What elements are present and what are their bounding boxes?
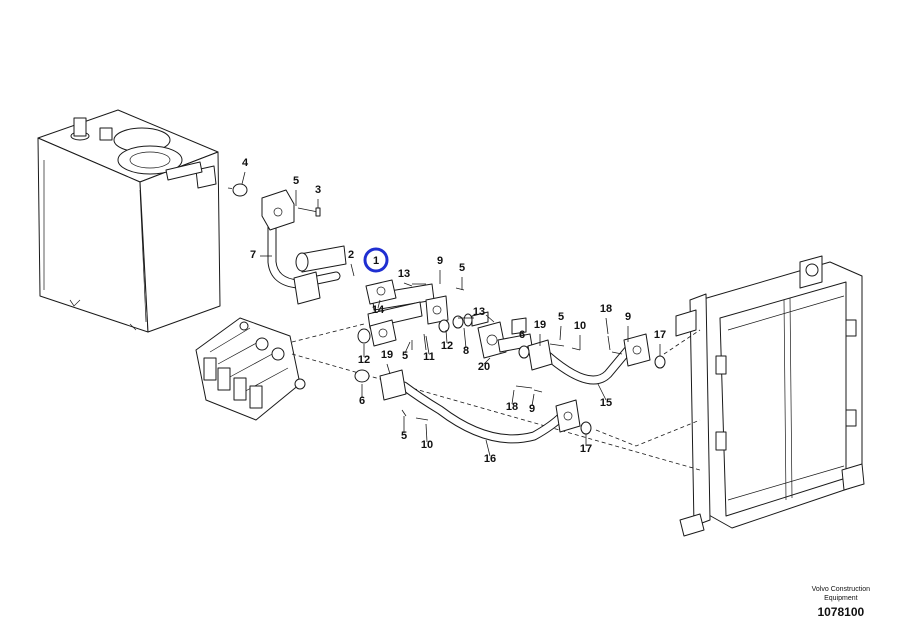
bolts — [297, 207, 623, 421]
callout-13[interactable]: 13 — [473, 306, 485, 318]
callout-8[interactable]: 8 — [463, 345, 469, 357]
callout-4[interactable]: 4 — [242, 157, 249, 169]
callout-17[interactable]: 17 — [580, 443, 592, 455]
callout-19[interactable]: 19 — [381, 349, 393, 361]
callout-11[interactable]: 11 — [423, 351, 435, 363]
brand-line-1: Volvo Construction — [811, 586, 870, 593]
callout-5[interactable]: 5 — [293, 175, 299, 187]
o-rings — [232, 183, 666, 435]
callout-16[interactable]: 16 — [484, 453, 496, 465]
callout-12[interactable]: 12 — [358, 354, 370, 366]
callout-20[interactable]: 20 — [478, 361, 490, 373]
callout-6[interactable]: 6 — [519, 329, 525, 341]
fitting-20 — [452, 311, 533, 359]
callout-18[interactable]: 18 — [506, 401, 518, 413]
callout-19[interactable]: 19 — [534, 319, 546, 331]
callout-3[interactable]: 3 — [315, 184, 321, 196]
control-valve — [195, 317, 306, 421]
leader-lines — [241, 171, 661, 457]
callout-10[interactable]: 10 — [574, 320, 586, 332]
hose-15 — [527, 333, 651, 385]
callout-6[interactable]: 6 — [359, 395, 365, 407]
callout-9[interactable]: 9 — [529, 403, 535, 415]
callout-5[interactable]: 5 — [558, 311, 564, 323]
callout-9[interactable]: 9 — [437, 255, 443, 267]
callout-12[interactable]: 12 — [441, 340, 453, 352]
callout-17[interactable]: 17 — [654, 329, 666, 341]
callout-14[interactable]: 14 — [372, 304, 385, 316]
callout-1[interactable]: 1 — [373, 255, 379, 267]
callout-9[interactable]: 9 — [625, 311, 631, 323]
document-footer: Volvo Construction Equipment 1078100 — [812, 585, 870, 619]
callout-5[interactable]: 5 — [459, 262, 465, 274]
pipe-7 — [261, 189, 347, 305]
brand-line-2: Equipment — [824, 595, 858, 602]
hydraulic-tank — [37, 109, 221, 333]
callout-5[interactable]: 5 — [402, 350, 408, 362]
callout-7[interactable]: 7 — [250, 249, 256, 261]
callout-5[interactable]: 5 — [401, 430, 407, 442]
callout-18[interactable]: 18 — [600, 303, 612, 315]
tube-14-assembly — [365, 279, 449, 347]
callout-2[interactable]: 2 — [348, 249, 354, 261]
hose-16 — [379, 369, 581, 444]
document-number: 1078100 — [817, 605, 865, 619]
selected-part-highlight — [363, 247, 389, 273]
oil-cooler — [675, 255, 865, 537]
callout-15[interactable]: 15 — [600, 397, 612, 409]
callout-10[interactable]: 10 — [421, 439, 433, 451]
callout-13[interactable]: 13 — [398, 268, 410, 280]
